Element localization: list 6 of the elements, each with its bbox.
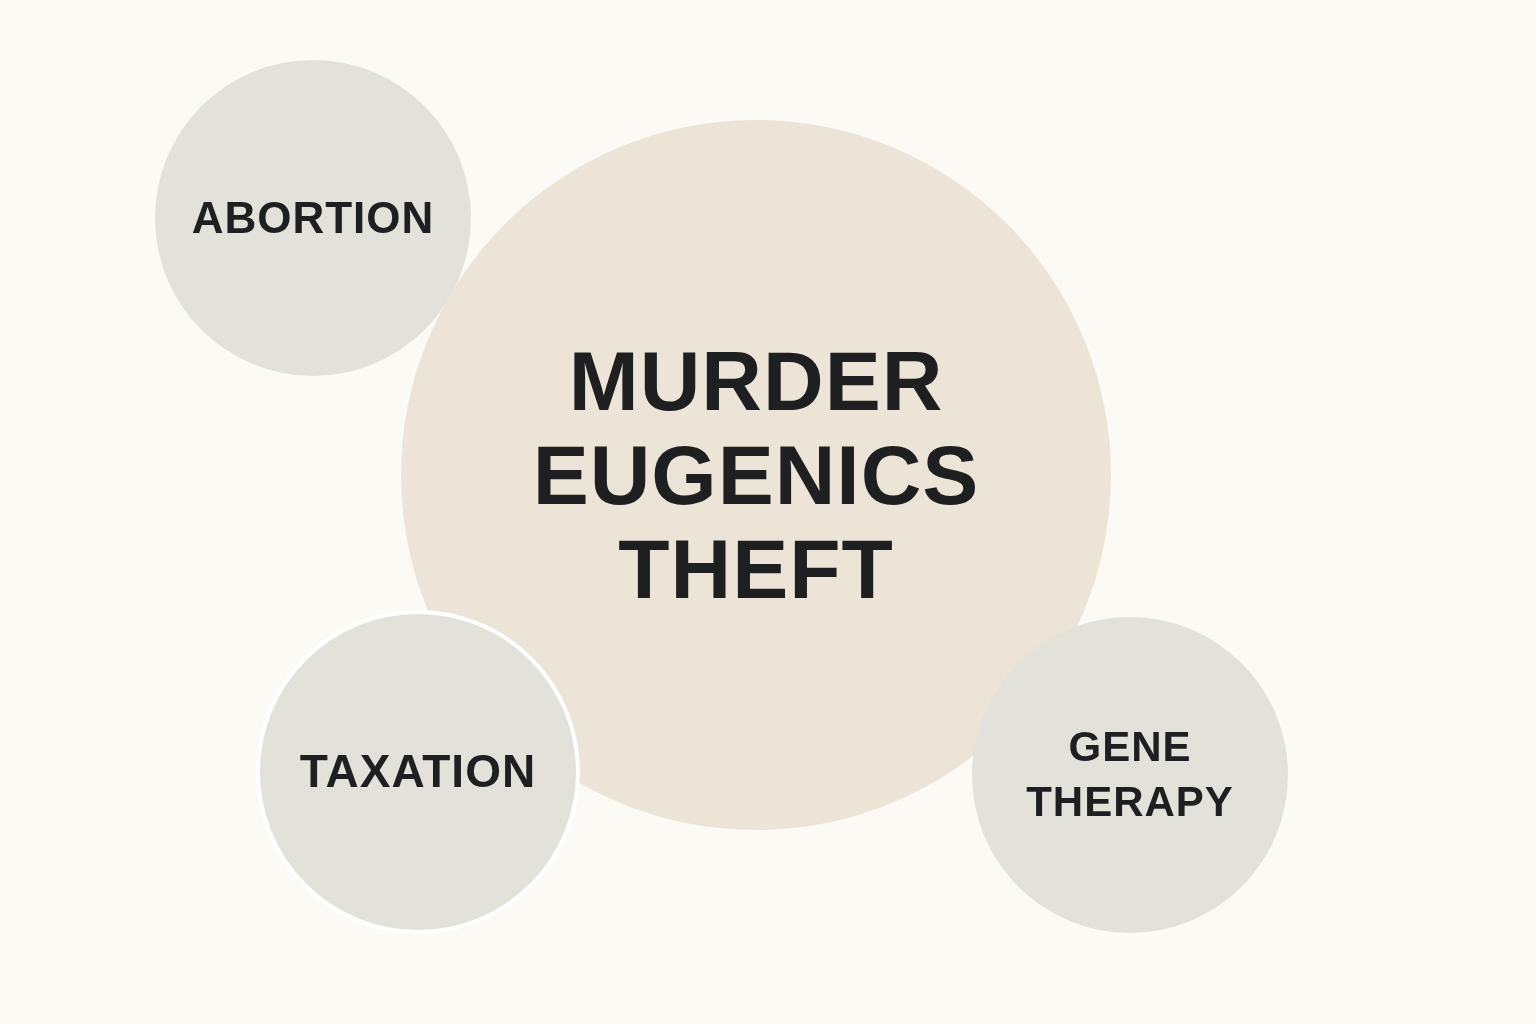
circle-label: MURDER bbox=[568, 333, 944, 428]
circle-label: EUGENICS bbox=[532, 427, 980, 523]
circle-label: GENE THERAPY bbox=[1025, 722, 1235, 827]
circle-label: TAXATION bbox=[299, 744, 537, 800]
circle-label: THEFT bbox=[618, 522, 894, 617]
circle-label: ABORTION bbox=[191, 191, 435, 244]
